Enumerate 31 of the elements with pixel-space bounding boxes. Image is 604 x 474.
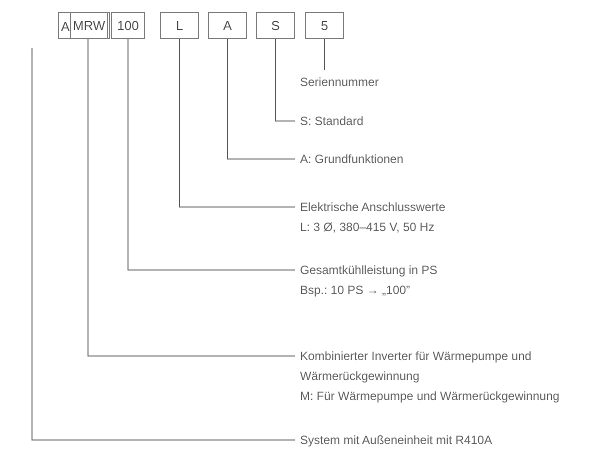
code-letter: A <box>223 16 232 35</box>
code-letter: 5 <box>320 16 328 35</box>
description-text: S: Standard <box>300 113 364 130</box>
code-letter: A <box>61 18 70 36</box>
code-segment-box <box>160 12 199 39</box>
leader-line <box>227 38 296 160</box>
code-segment-box <box>58 12 110 39</box>
code-letter: 100 <box>117 16 139 35</box>
description-text: Gesamtkühlleistung in PS <box>300 262 438 279</box>
description-text: Bsp.: 10 PS → „100” <box>300 282 412 299</box>
leader-line <box>32 48 296 440</box>
description-text: System mit Außeneinheit mit R410A <box>300 432 494 449</box>
description-text: M: Für Wärmepumpe und Wärmerückgewinnung <box>300 388 560 405</box>
leader-line <box>324 38 325 70</box>
leader-line <box>179 38 296 208</box>
code-segment-box <box>70 12 108 39</box>
leader-line <box>275 38 296 122</box>
description-text: Seriennummer <box>300 74 380 91</box>
leader-line <box>128 38 296 270</box>
code-letter: MRW <box>72 16 106 35</box>
leader-line <box>88 38 296 356</box>
description-text: A: Grundfunktionen <box>300 151 404 168</box>
description-text: Elektrische Anschlusswerte <box>300 199 446 216</box>
code-letter: S <box>271 16 280 35</box>
code-segment-box <box>305 12 344 39</box>
code-letter: L <box>176 16 184 35</box>
description-text: L: 3 Ø, 380–415 V, 50 Hz <box>300 219 436 236</box>
code-segment-box <box>208 12 247 39</box>
code-segment-box <box>111 12 145 39</box>
description-text: Kombinierter Inverter für Wärmepumpe und Wärmerückgewinnung <box>300 348 532 385</box>
code-segment-box <box>256 12 295 39</box>
